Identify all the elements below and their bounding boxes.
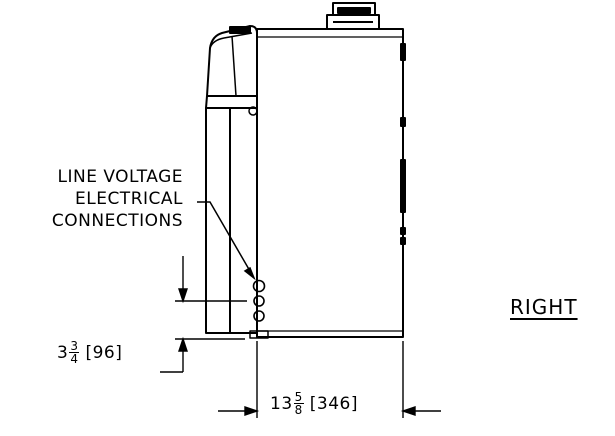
line-voltage-callout: LINE VOLTAGE ELECTRICAL CONNECTIONS (40, 166, 183, 232)
vent-cap (326, 2, 380, 30)
height-fraction: 3 4 (69, 339, 80, 366)
cabinet-body (256, 28, 406, 338)
depth-numerator: 5 (293, 390, 304, 404)
view-label: RIGHT (510, 295, 578, 319)
height-metric: [96] (85, 342, 123, 363)
depth-fraction: 5 8 (293, 390, 304, 417)
height-dimension-label: 3 3 4 [96] (57, 340, 122, 365)
callout-leader (197, 201, 256, 281)
height-whole: 3 (57, 342, 69, 363)
callout-line-3: CONNECTIONS (51, 211, 183, 231)
front-hood (205, 25, 269, 339)
dimension-depth-lines (218, 341, 441, 418)
dimension-height-lines (160, 256, 247, 373)
height-denominator: 4 (70, 352, 79, 366)
callout-line-2: ELECTRICAL (74, 189, 183, 209)
callout-line-1: LINE VOLTAGE (57, 167, 183, 187)
depth-metric: [346] (309, 393, 358, 414)
height-numerator: 3 (69, 339, 80, 353)
depth-whole: 13 (270, 393, 293, 414)
depth-denominator: 8 (294, 403, 303, 417)
connection-knockouts (252, 279, 266, 322)
depth-dimension-label: 13 5 8 [346] (270, 391, 358, 416)
